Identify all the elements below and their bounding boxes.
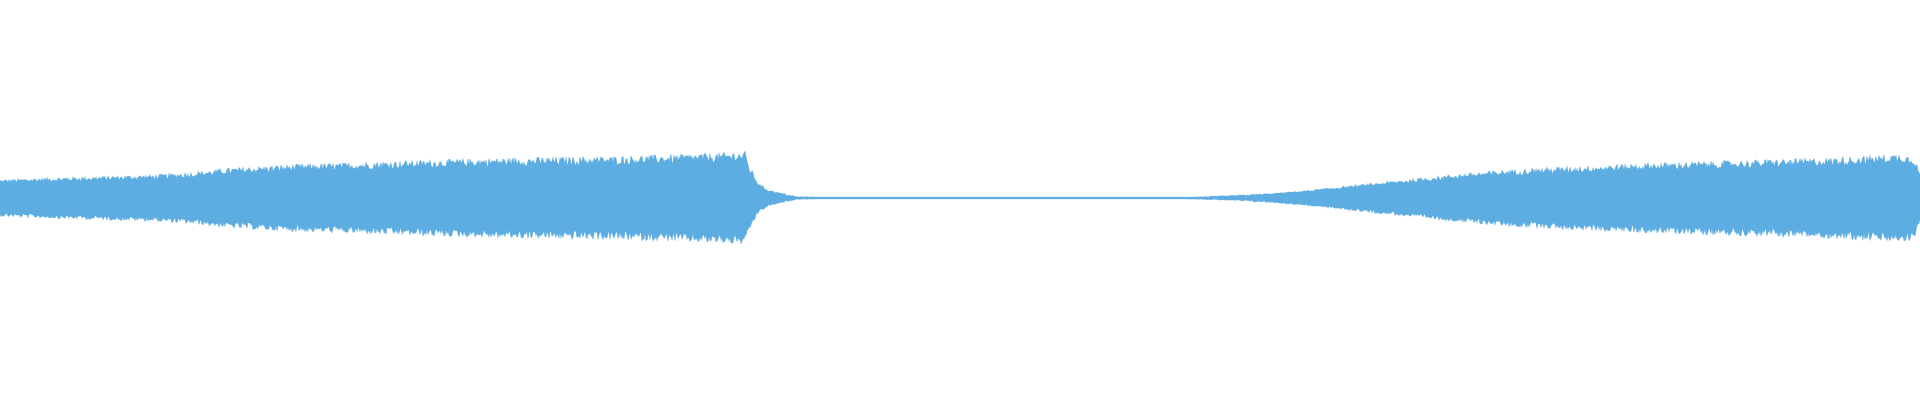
- waveform-shape: [0, 150, 1920, 245]
